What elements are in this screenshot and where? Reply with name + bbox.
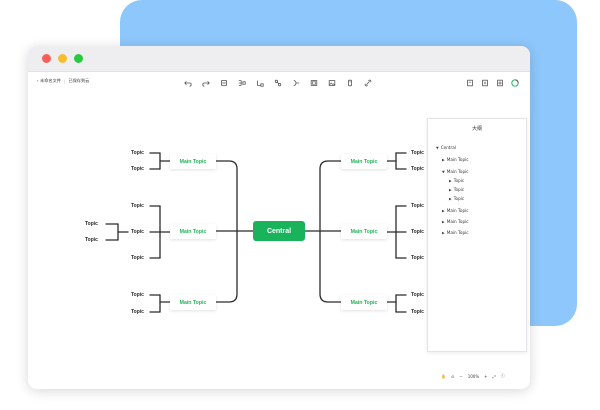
app-window: ‹ 未命名文件 | 已保存到云	[28, 46, 530, 389]
topic[interactable]: Topic	[411, 255, 424, 261]
expand-arrow-icon[interactable]: ▶	[442, 219, 445, 224]
outline-item[interactable]: ▶Main Topic	[442, 208, 469, 213]
main-topic-left-bottom[interactable]: Main Topic	[170, 295, 216, 310]
separator: |	[63, 78, 66, 84]
mindmap-connectors	[105, 152, 407, 313]
topic[interactable]: Topic	[131, 166, 144, 172]
status-bar: ✋ ⊙ − 100% + ⤢ ⓘ	[441, 373, 505, 379]
topic[interactable]: Topic	[411, 292, 424, 298]
link-icon[interactable]	[363, 78, 373, 88]
topic[interactable]: Topic	[411, 229, 424, 235]
relation-icon[interactable]	[273, 78, 283, 88]
outline-title: 大纲	[471, 126, 482, 132]
outline-panel: 大纲 ▼Central ▶Main Topic ▼Main Topic ▶Top…	[427, 118, 527, 352]
save-status: 已保存到云	[68, 78, 90, 83]
topic[interactable]: Topic	[131, 309, 144, 315]
fullscreen-icon[interactable]: ⤢	[492, 373, 496, 379]
export-icon[interactable]	[465, 78, 475, 88]
topic[interactable]: Topic	[85, 237, 98, 243]
main-topic-right-bottom[interactable]: Main Topic	[341, 295, 387, 310]
topic[interactable]: Topic	[131, 150, 144, 156]
main-topic-left-top[interactable]: Main Topic	[170, 154, 216, 169]
outline-icon[interactable]	[480, 78, 490, 88]
minimize-window-button[interactable]	[58, 54, 67, 63]
expand-arrow-icon[interactable]: ▶	[442, 157, 445, 162]
outline-item[interactable]: ▼Main Topic	[442, 169, 469, 174]
topic[interactable]: Topic	[131, 255, 144, 261]
outline-item[interactable]: ▶Main Topic	[442, 230, 469, 235]
back-link[interactable]: ‹ 未命名文件 | 已保存到云	[37, 78, 89, 84]
main-topic-right-top[interactable]: Main Topic	[341, 154, 387, 169]
tool-group	[183, 78, 373, 88]
expand-arrow-icon[interactable]: ▶	[449, 187, 452, 192]
topic[interactable]: Topic	[411, 309, 424, 315]
main-topic-right-middle[interactable]: Main Topic	[341, 224, 387, 239]
topic[interactable]: Topic	[131, 203, 144, 209]
topic[interactable]: Topic	[131, 292, 144, 298]
toolbar: ‹ 未命名文件 | 已保存到云	[28, 72, 530, 96]
topic[interactable]: Topic	[131, 229, 144, 235]
hand-tool-icon[interactable]: ✋	[441, 373, 446, 379]
redo-icon[interactable]	[201, 78, 211, 88]
fit-view-icon[interactable]: ⊙	[450, 373, 455, 379]
insert-topic-icon[interactable]	[237, 78, 247, 88]
maximize-window-button[interactable]	[74, 54, 83, 63]
outline-item[interactable]: ▶Topic	[449, 196, 465, 201]
expand-arrow-icon[interactable]: ▶	[449, 178, 452, 183]
help-icon[interactable]: ⓘ	[500, 373, 505, 378]
title-bar	[28, 46, 530, 72]
summary-icon[interactable]	[291, 78, 301, 88]
topic[interactable]: Topic	[411, 166, 424, 172]
outline-item[interactable]: ▶Main Topic	[442, 219, 469, 224]
central-topic[interactable]: Central	[253, 221, 305, 241]
outline-item[interactable]: ▶Main Topic	[442, 157, 469, 162]
mindmap-canvas[interactable]: Central Main Topic Main Topic Main Topic…	[28, 46, 530, 389]
frame-icon[interactable]	[309, 78, 319, 88]
expand-arrow-icon[interactable]: ▶	[442, 230, 445, 235]
topic[interactable]: Topic	[411, 150, 424, 156]
insert-subtopic-icon[interactable]	[255, 78, 265, 88]
settings-icon[interactable]	[495, 78, 505, 88]
image-icon[interactable]	[327, 78, 337, 88]
main-topic-left-middle[interactable]: Main Topic	[170, 224, 216, 239]
topic[interactable]: Topic	[411, 203, 424, 209]
outline-item-central[interactable]: ▼Central	[436, 145, 456, 150]
close-window-button[interactable]	[42, 54, 51, 63]
expand-arrow-icon[interactable]: ▶	[449, 196, 452, 201]
expand-arrow-icon[interactable]: ▶	[442, 208, 445, 213]
zoom-level: 100%	[467, 373, 480, 379]
collapse-arrow-icon[interactable]: ▼	[442, 169, 445, 174]
outline-item[interactable]: ▶Topic	[449, 178, 465, 183]
collapse-arrow-icon[interactable]: ▼	[436, 145, 439, 150]
format-icon[interactable]	[219, 78, 229, 88]
right-tool-group	[465, 78, 520, 88]
outline-item[interactable]: ▶Topic	[449, 187, 465, 192]
topic[interactable]: Topic	[85, 221, 98, 227]
undo-icon[interactable]	[183, 78, 193, 88]
attachment-icon[interactable]	[345, 78, 355, 88]
zoom-out-button[interactable]: −	[459, 373, 463, 379]
avatar-icon[interactable]	[510, 78, 520, 88]
back-label: ‹ 未命名文件	[37, 78, 61, 83]
zoom-in-button[interactable]: +	[484, 373, 488, 379]
